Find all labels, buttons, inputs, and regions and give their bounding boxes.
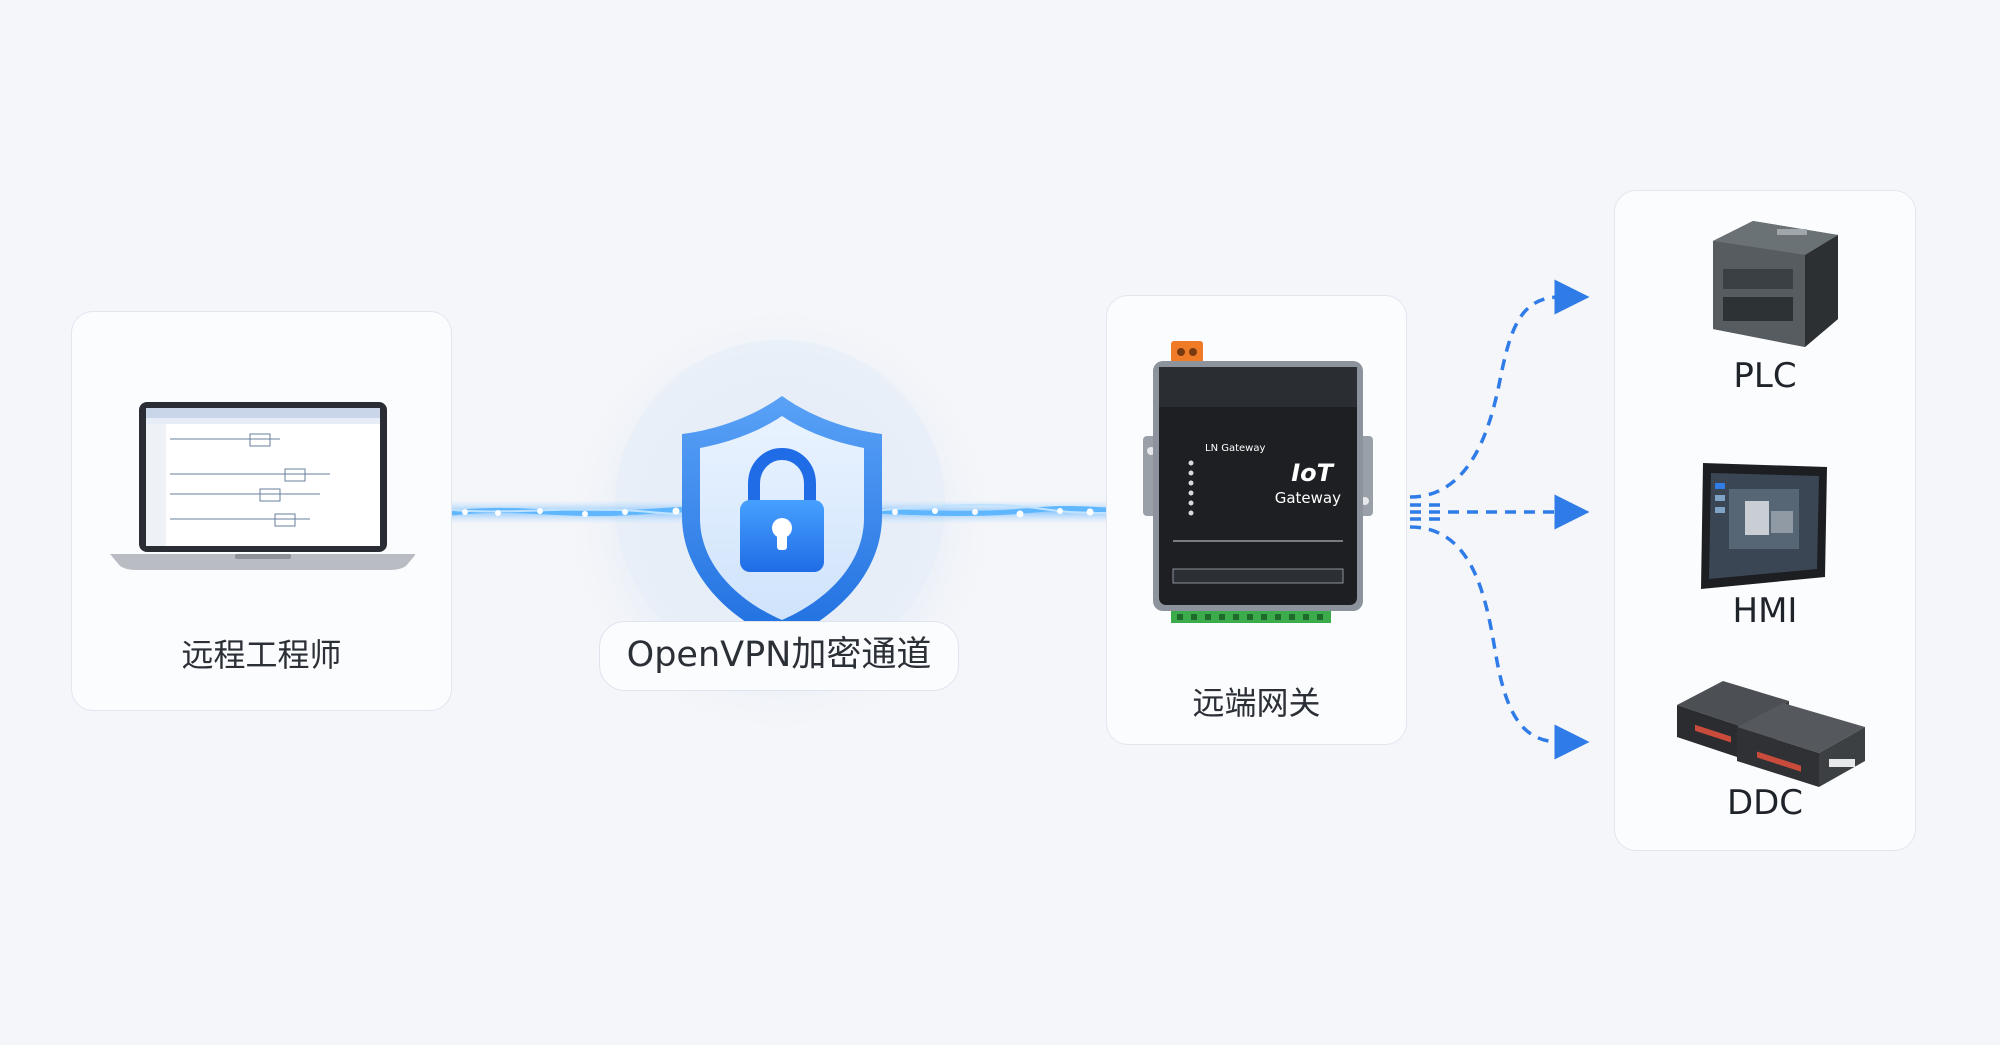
- engineer-card: 远程工程师: [71, 311, 452, 711]
- ddc-icon: [1677, 681, 1865, 787]
- gateway-card: LN Gateway IoT Gateway 远端网关: [1106, 295, 1407, 745]
- ddc-label: DDC: [1726, 783, 1804, 823]
- tunnel-label: OpenVPN加密通道: [599, 621, 959, 691]
- hmi-icon: [1701, 463, 1827, 589]
- engineer-label: 远程工程师: [181, 636, 342, 674]
- gateway-title-text: IoT: [1291, 459, 1334, 487]
- gateway-brand-text: LN Gateway: [1205, 443, 1265, 454]
- hmi-label: HMI: [1732, 591, 1798, 631]
- gateway-label: 远端网关: [1192, 684, 1321, 722]
- iot-gateway-icon: LN Gateway IoT Gateway: [1143, 341, 1373, 623]
- shield-lock-icon: [682, 396, 882, 641]
- gateway-subtitle-text: Gateway: [1275, 489, 1341, 507]
- plc-icon: [1713, 221, 1838, 347]
- arrow-to-plc: [1409, 279, 1590, 499]
- arrow-to-ddc: [1409, 525, 1590, 760]
- laptop-icon: [110, 402, 415, 570]
- devices-card: PLC HMI DDC: [1614, 190, 1916, 851]
- plc-label: PLC: [1733, 356, 1797, 396]
- device-arrows: [1409, 279, 1590, 760]
